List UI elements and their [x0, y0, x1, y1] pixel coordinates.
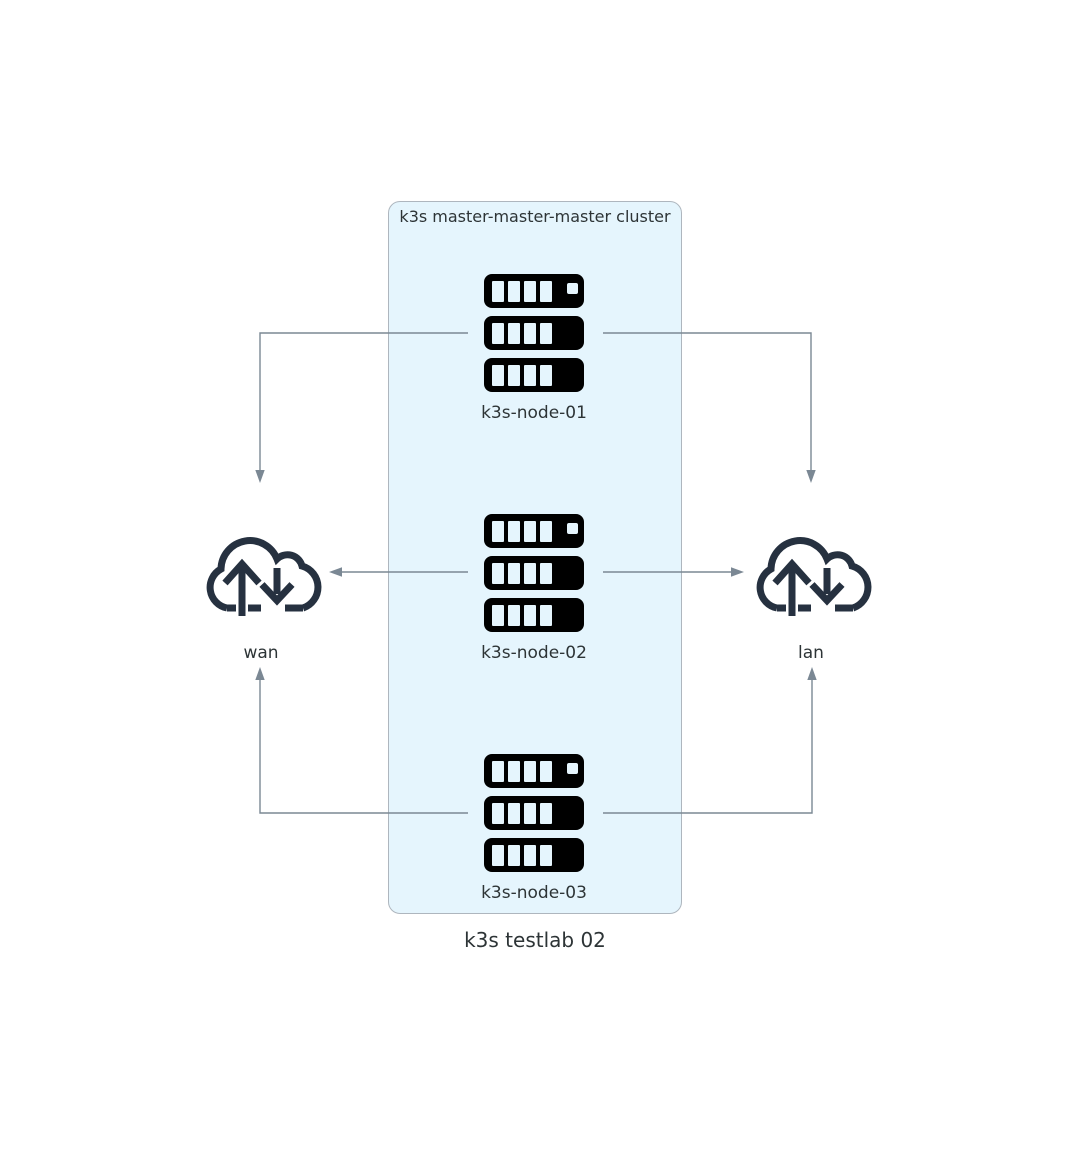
- node-k3s-node-01: k3s-node-01: [481, 274, 587, 423]
- cloud-updown-icon: [199, 531, 323, 623]
- arrowhead: [731, 567, 744, 577]
- arrowhead: [255, 667, 265, 680]
- node-k3s-node-02: k3s-node-02: [481, 514, 587, 663]
- cloud-updown-icon: [749, 531, 873, 623]
- node-k3s-node-03: k3s-node-03: [481, 754, 587, 903]
- diagram-title: k3s testlab 02: [464, 928, 606, 952]
- arrowhead: [255, 470, 265, 483]
- arrowhead: [807, 667, 817, 680]
- cluster-label: k3s master-master-master cluster: [399, 207, 671, 226]
- arrowhead: [329, 567, 342, 577]
- network-label: wan: [243, 643, 279, 663]
- node-wan: wan: [199, 531, 323, 663]
- server-icon: [484, 754, 584, 872]
- server-icon: [484, 274, 584, 392]
- node-lan: lan: [749, 531, 873, 663]
- node-label: k3s-node-03: [481, 883, 587, 903]
- node-label: k3s-node-01: [481, 403, 587, 423]
- arrowhead: [806, 470, 816, 483]
- node-label: k3s-node-02: [481, 643, 587, 663]
- server-icon: [484, 514, 584, 632]
- network-label: lan: [798, 643, 824, 663]
